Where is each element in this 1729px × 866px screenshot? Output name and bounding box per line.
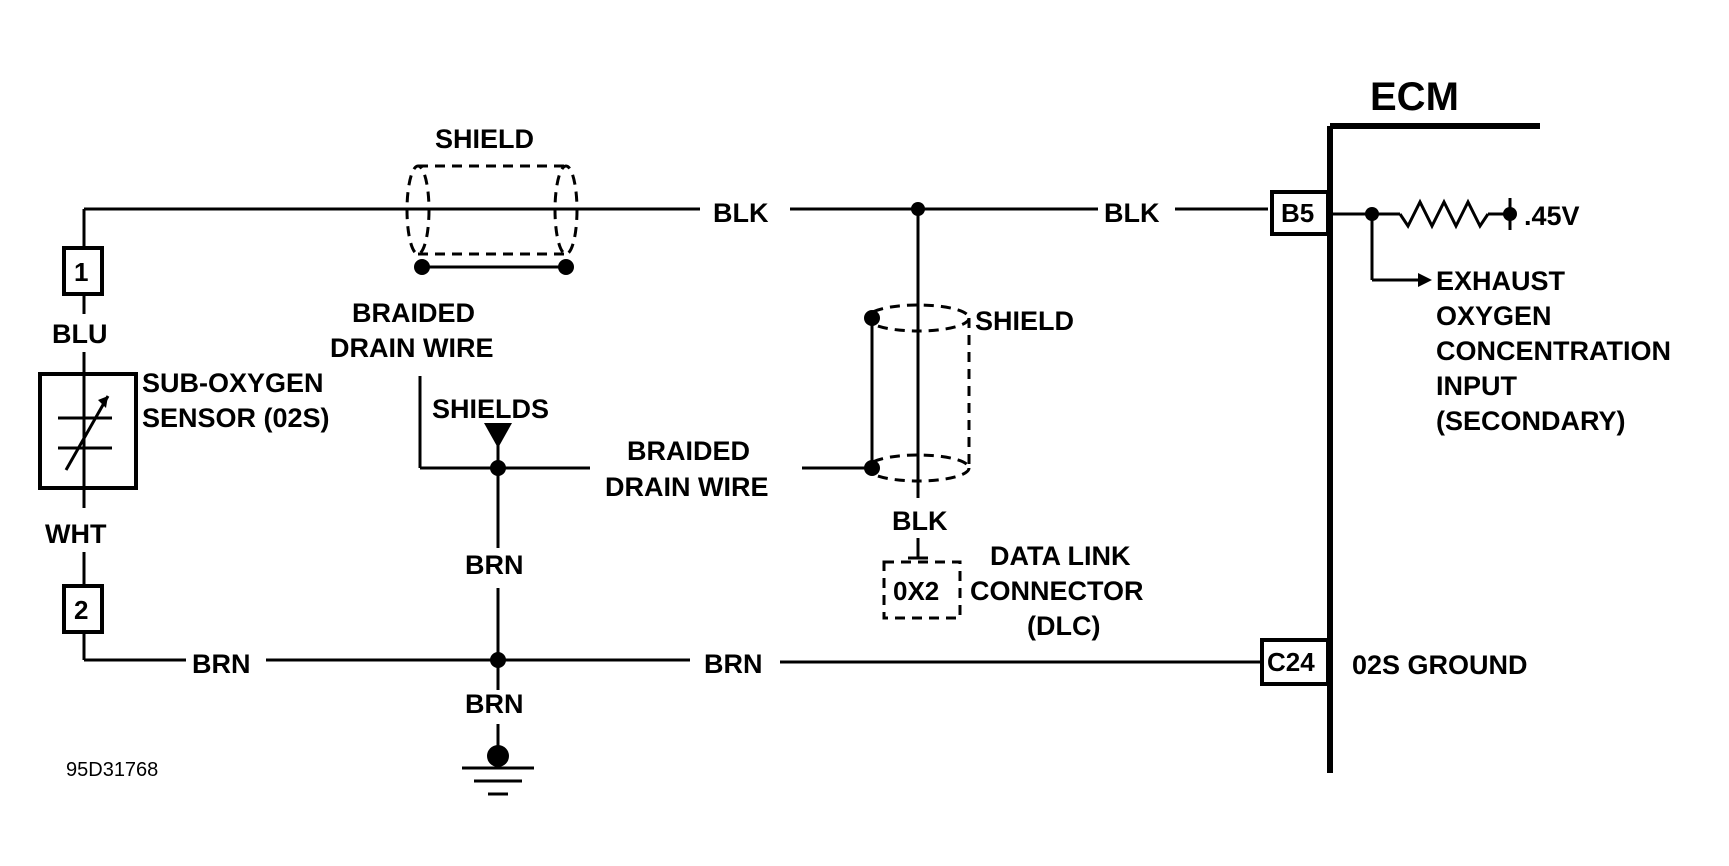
- wire-label-blu: BLU: [52, 319, 108, 349]
- shield-label: SHIELD: [435, 124, 534, 154]
- exhaust-oxygen-input-label: EXHAUST OXYGEN CONCENTRATION INPUT (SECO…: [1436, 266, 1671, 436]
- svg-text:DRAIN WIRE: DRAIN WIRE: [330, 333, 494, 363]
- pullup-resistor-circuit: .45V: [1333, 198, 1580, 287]
- ground-label: 02S GROUND: [1352, 650, 1528, 680]
- wire-label-blk: BLK: [892, 506, 948, 536]
- ecm-pin-c24: C24 02S GROUND: [1260, 638, 1528, 686]
- arrow-icon: [1418, 273, 1432, 287]
- svg-text:SENSOR (02S): SENSOR (02S): [142, 403, 330, 433]
- pin-label-c24: C24: [1267, 647, 1315, 677]
- braided-drain-wire-1: BRAIDED DRAIN WIRE: [330, 259, 574, 470]
- svg-text:EXHAUST: EXHAUST: [1436, 266, 1566, 296]
- blk-signal-wire: BLK BLK: [82, 198, 1268, 248]
- svg-text:OXYGEN: OXYGEN: [1436, 301, 1552, 331]
- svg-text:BRAIDED: BRAIDED: [352, 298, 475, 328]
- resistor-icon: [1398, 198, 1490, 230]
- svg-text:DATA LINK: DATA LINK: [990, 541, 1131, 571]
- variable-resistor-icon: [58, 395, 112, 471]
- sensor-pin-1: 1 BLU: [52, 246, 108, 374]
- shields-junction: SHIELDS BRN BRAIDED DRAIN WIRE: [432, 394, 872, 690]
- sub-oxygen-sensor: SUB-OXYGEN SENSOR (02S): [38, 368, 330, 490]
- svg-text:2: 2: [74, 595, 88, 625]
- wire-label-wht: WHT: [45, 519, 107, 549]
- chassis-ground: BRN: [462, 689, 534, 796]
- splice-point: [490, 652, 506, 668]
- wire-label-brn: BRN: [704, 649, 763, 679]
- ecm-pin-b5: B5: [1270, 190, 1330, 236]
- svg-text:DRAIN WIRE: DRAIN WIRE: [605, 472, 769, 502]
- ground-arrow-icon: [484, 423, 512, 448]
- svg-text:1: 1: [74, 257, 88, 287]
- shield-dlc: SHIELD: [864, 303, 1074, 483]
- sensor-pin-2: WHT 2: [45, 488, 107, 660]
- wire-label-brn: BRN: [465, 689, 524, 719]
- shield-label: SHIELD: [975, 306, 1074, 336]
- ecm-title: ECM: [1370, 75, 1459, 119]
- wire-label-brn: BRN: [465, 550, 524, 580]
- dlc-blk-branch: BLK: [892, 209, 948, 560]
- pin-label-0x2: 0X2: [893, 576, 939, 606]
- splice-point: [490, 460, 506, 476]
- shield-top: SHIELD: [405, 124, 579, 256]
- wire-label-blk: BLK: [1104, 198, 1160, 228]
- wire-label-blk: BLK: [713, 198, 769, 228]
- svg-text:SHIELDS: SHIELDS: [432, 394, 549, 424]
- svg-text:(SECONDARY): (SECONDARY): [1436, 406, 1626, 436]
- dlc-connector: 0X2 DATA LINK CONNECTOR (DLC): [882, 541, 1144, 641]
- wire-label-brn: BRN: [192, 649, 251, 679]
- svg-text:CONCENTRATION: CONCENTRATION: [1436, 336, 1671, 366]
- ground-icon: [462, 766, 534, 796]
- voltage-label: .45V: [1524, 201, 1580, 231]
- svg-text:CONNECTOR: CONNECTOR: [970, 576, 1144, 606]
- svg-text:(DLC): (DLC): [1027, 611, 1100, 641]
- brn-ground-wire: BRN BRN: [84, 649, 1262, 679]
- pin-label-b5: B5: [1281, 198, 1314, 228]
- svg-text:BRAIDED: BRAIDED: [627, 436, 750, 466]
- svg-text:SUB-OXYGEN: SUB-OXYGEN: [142, 368, 324, 398]
- figure-id: 95D31768: [66, 759, 158, 781]
- svg-text:INPUT: INPUT: [1436, 371, 1518, 401]
